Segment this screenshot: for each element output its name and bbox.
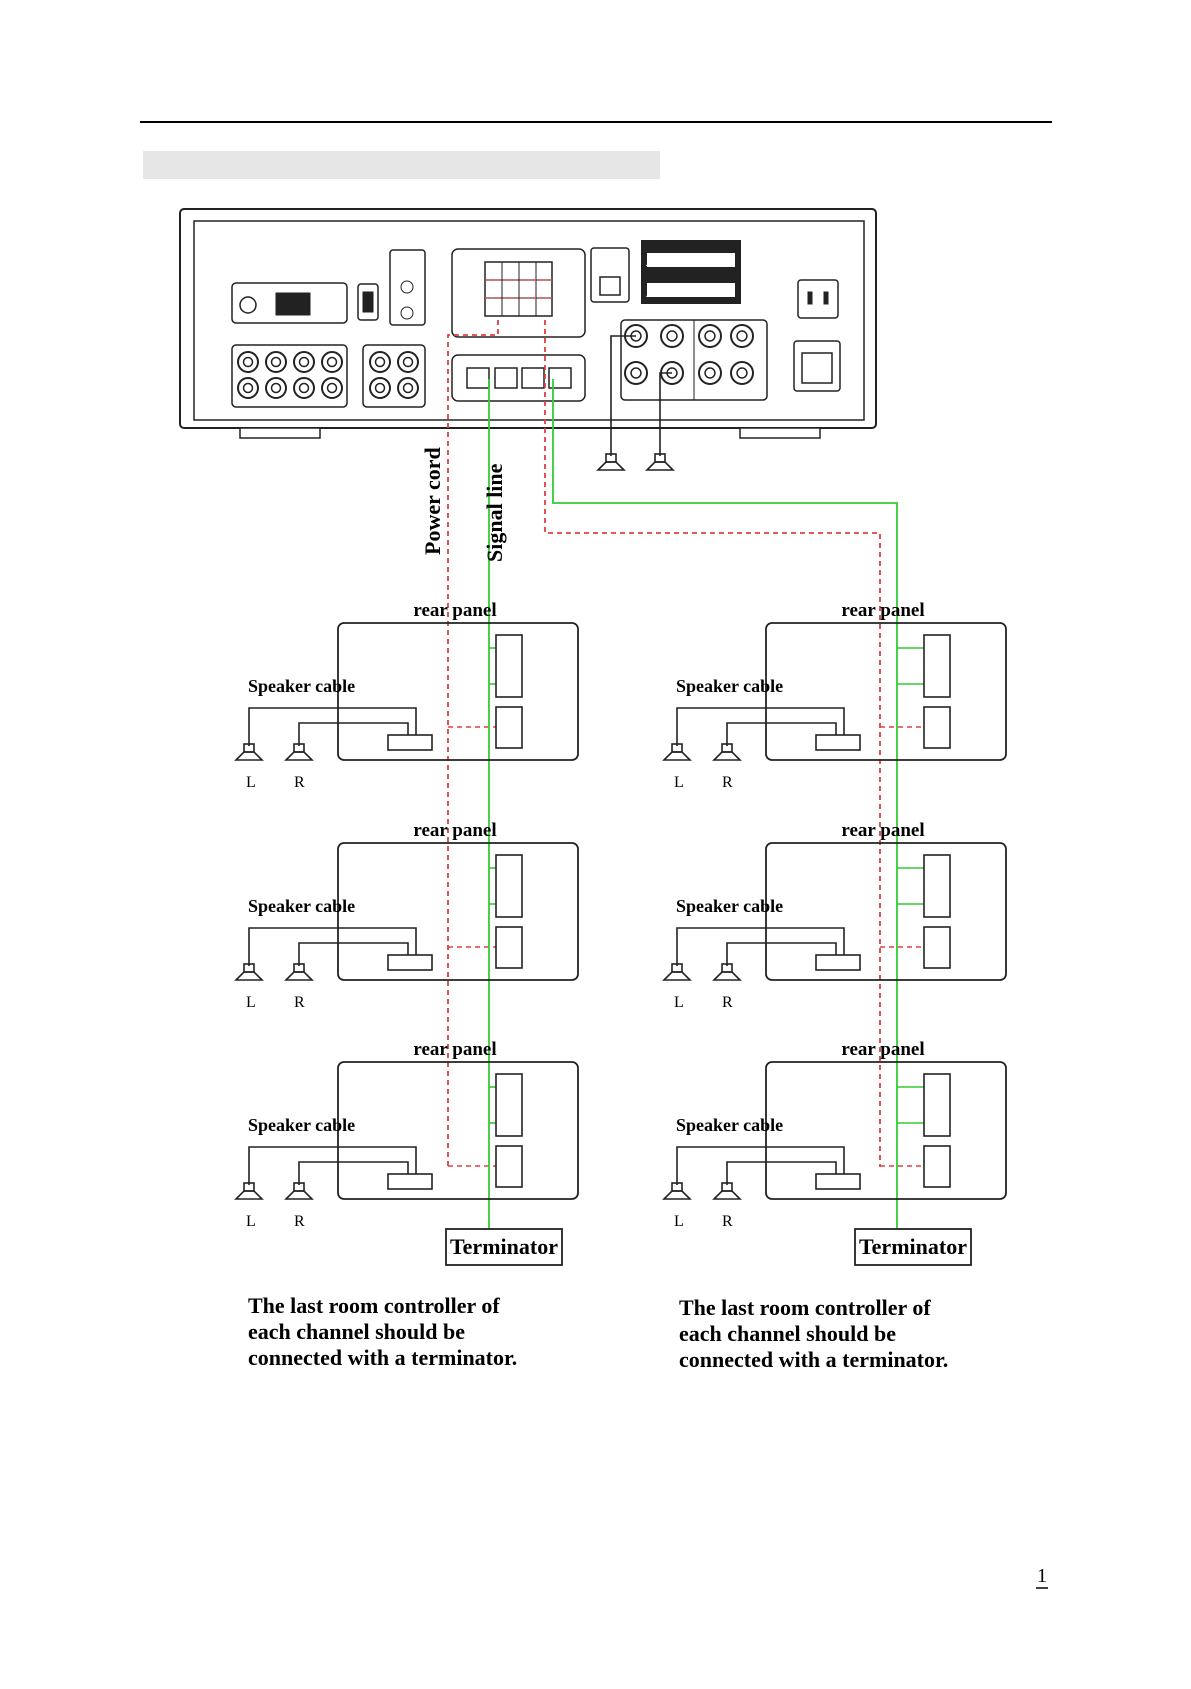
speaker-left-icon (662, 963, 692, 981)
power-cord-label: Power cord (420, 447, 445, 555)
speaker-left-icon (662, 743, 692, 761)
rca-jacks (237, 324, 754, 399)
rear-panel-label: rear panel (841, 600, 924, 621)
speaker-left-icon (234, 963, 264, 981)
speaker-right-icon (284, 963, 314, 981)
speaker-cable-label: Speaker cable (248, 896, 355, 916)
speaker-right-icon (712, 743, 742, 761)
terminator-right-label: Terminator (859, 1234, 967, 1259)
speaker-right-tag: R (294, 774, 305, 791)
signal-trunk-right (552, 379, 898, 1229)
speaker-right-icon (712, 1182, 742, 1200)
main-speaker-left (596, 453, 626, 471)
power-trunk-left (447, 320, 499, 1167)
speaker-cable-label: Speaker cable (676, 676, 783, 696)
speaker-left-tag: L (674, 994, 684, 1011)
speaker-left-tag: L (246, 1213, 256, 1230)
speaker-left-tag: L (674, 774, 684, 791)
speaker-left-tag: L (674, 1213, 684, 1230)
speaker-right-tag: R (294, 1213, 305, 1230)
rear-panel-label: rear panel (413, 820, 496, 841)
speaker-right-icon (284, 743, 314, 761)
rear-panel-label: rear panel (413, 1039, 496, 1060)
rear-panel-label: rear panel (841, 820, 924, 841)
page-number: 1 (1037, 1565, 1047, 1587)
wiring (447, 279, 924, 1229)
speaker-cable-label: Speaker cable (676, 1115, 783, 1135)
main-unit-speakers (596, 335, 675, 471)
power-trunk-right (544, 320, 881, 1167)
speaker-cable-label: Speaker cable (248, 676, 355, 696)
caption-right: The last room controller of each channel… (679, 1295, 949, 1372)
speaker-right-tag: R (294, 994, 305, 1011)
speaker-right-tag: R (722, 1213, 733, 1230)
speaker-cable-label: Speaker cable (248, 1115, 355, 1135)
rear-panel-label: rear panel (841, 1039, 924, 1060)
main-unit-rear-panel (179, 208, 877, 439)
terminator-left-label: Terminator (450, 1234, 558, 1259)
speaker-left-icon (234, 743, 264, 761)
speaker-left-icon (662, 1182, 692, 1200)
header-bar (143, 151, 660, 179)
caption-left: The last room controller of each channel… (248, 1293, 518, 1370)
rear-panel-label: rear panel (413, 600, 496, 621)
main-speaker-right (645, 453, 675, 471)
signal-line-label: Signal line (482, 463, 507, 562)
speaker-left-tag: L (246, 994, 256, 1011)
speaker-right-tag: R (722, 774, 733, 791)
terminator-left: Terminator (445, 1228, 563, 1266)
speaker-left-tag: L (246, 774, 256, 791)
speaker-cable-label: Speaker cable (676, 896, 783, 916)
speaker-right-icon (284, 1182, 314, 1200)
speaker-left-icon (234, 1182, 264, 1200)
speaker-right-tag: R (722, 994, 733, 1011)
speaker-right-icon (712, 963, 742, 981)
terminator-right: Terminator (854, 1228, 972, 1266)
